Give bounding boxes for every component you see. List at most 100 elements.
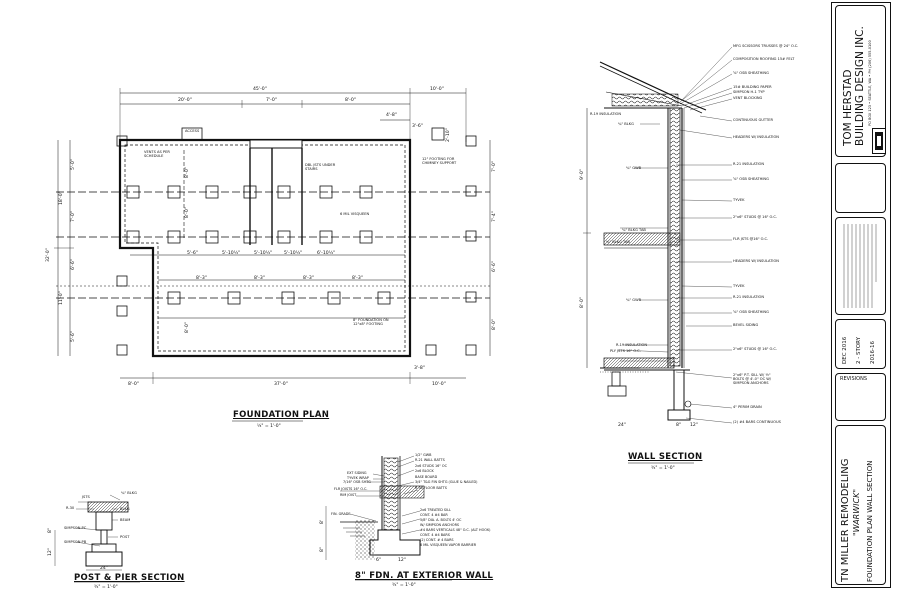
wall-note-right-18: BEVEL SIDING [733,323,759,327]
wall-note-right-15: TYVEK [733,284,745,288]
wall-note-right-6: VENT BLOCKING [733,96,763,100]
dim-right-d: 8'-0" [492,319,497,330]
fdn-dim-b: 8" [320,546,325,552]
post-pier-section [54,494,129,571]
company-name-line2: BUILDING DESIGN INC. [854,26,866,146]
wall-note-right-16: R-21 INSULATION [733,295,765,299]
wall-dim-b3: 12" [690,423,698,428]
foundation-plan [54,88,491,384]
wall-note-right-23: ¾" BLKG TAB [622,228,646,232]
wall-dim-lower: 8'-0" [580,297,585,308]
wall-dim-b1: 24" [618,423,626,428]
dim-right-c: 6'-6" [492,261,497,272]
wall-section [583,46,733,424]
note-foundation: 8" FOUNDATION ON 12"x8" FOOTING [353,318,389,326]
wall-note-right-13: FLR JSTS @16" O.C. [733,237,769,241]
fdn-dim-a: 8' [320,519,325,524]
fdn-note-1: EXT SIDING [347,471,367,475]
wall-note-l5: R-19 INSULATION [616,343,648,347]
wall-note-right-22: (2) #4 BARS CONTINUOUS [733,420,781,424]
revisions-box: REVISIONS [835,373,886,421]
job-number: 2016-16 [870,341,876,364]
fdn-note-14: 2x6 TREATED SILL [420,508,451,512]
pp-note-post: POST [120,535,130,539]
wall-section-title: WALL SECTION [628,452,703,462]
dim-top-c: 8'-0" [345,98,356,103]
dim-right-b: 7'-4" [492,211,497,222]
wall-note-right-11: TYVEK [733,198,745,202]
wall-note-right-8: HEADERS W/ INSULATION [733,135,779,139]
post-pier-scale: ¾" = 1'-0" [94,585,118,590]
dim-left-f: 11'-0" [59,291,64,305]
wall-note-l2: ¾" BLKG [618,122,634,126]
wall-dim-b2: 8" [676,423,682,428]
wall-note-right-9: R-21 INSULATION [733,162,765,166]
dim-top-b: 7'-0" [266,98,277,103]
fdn-note-19: CONT. 4 #4 BARS [420,533,450,537]
pp-note-jsts: JSTS [82,495,90,499]
dim-bottom-a: 8'-0" [128,382,139,387]
dim-top-overall: 45'-0" [253,87,267,92]
fdn-note-13: R-30 FLOOR BATTS [415,486,447,490]
wall-note-right-21: 4" PERIM DRAIN [733,405,762,409]
fdn-note-10: 2x6 BLOCK [415,469,434,473]
pp-dim-width: 24" [100,566,108,571]
note-visqueen: 6 MIL VISQUEEN [340,212,370,216]
note-vents: VENTS AS PER SCHEDULE [144,150,170,158]
wall-note-right-4: 15# BUILDING PAPER [733,85,772,89]
fdn-note-6: FIN. GRADE [331,512,351,516]
wall-note-right-2: COMPOSITION ROOFING 15# FELT [733,57,795,61]
wall-section-scale: ¾" = 1'-0" [651,466,675,471]
fdn-section-title: 8" FDN. AT EXTERIOR WALL [355,571,494,581]
fdn-dim-c: 6" [376,558,382,563]
fdn-note-7: 1/2" GWB [415,453,432,457]
pp-dim-a: 8" [48,527,53,533]
dim-inner-4: 5'-10½" [284,251,303,256]
job-info-box: DEC 2016 2 - STORY 2016-16 [835,319,886,369]
foundation-section [325,455,425,560]
wall-note-l1: R-19 INSULATION [590,112,622,116]
wall-note-right-20: 2"x6" P.T. SILL W/ ½" BOLTS @ 4'-0" OC W… [733,373,771,385]
wall-note-right-7: CONTINUOUS GUTTER [733,118,773,122]
wall-note-right-19: 2"x6" STUDS @ 16" O.C. [733,347,778,351]
company-logo-icon [872,128,886,154]
notes-box [835,217,886,315]
dim-top-d: 4'-8" [386,113,397,118]
dim-left-b: 32'-0" [46,248,51,262]
pp-note-r30: R-30 [66,506,75,510]
dim-top-f: 2'-10" [446,128,451,142]
pp-note-beam: BEAM [120,518,131,522]
dim-inner-1: 5'-6" [187,251,198,256]
note-access: ACCESS [185,129,200,133]
wall-note-right-3: ⅝" OSB SHEATHING [733,71,769,75]
project-name: TN MILLER REMODELING [840,458,851,582]
wall-note-right-10: ⅝" OSB SHEATHING [733,177,769,181]
pier-pads [116,135,477,356]
dim-inner-12: 8'-0" [185,322,190,333]
job-type: 2 - STORY [856,337,862,364]
dim-left-g: 5'-6" [71,331,76,342]
fdn-note-2: TYVEK WRAP [347,476,369,480]
wall-note-right-1: MFG SCISSORS TRUSSES @ 24" O.C. [733,44,799,48]
fdn-section-scale: ¾" = 1'-0" [392,583,416,588]
wall-note-l3: ¾" GWB [626,166,642,170]
wall-note-right-5: SIMPSON H-1 TYP [733,90,765,94]
pp-note-pc: SIMPSON PC [64,526,87,530]
wall-section-leaders [617,46,733,424]
fdn-note-16: 5/8" DIA. A. BOLTS 4' OC [420,518,462,522]
job-date: DEC 2016 [842,336,848,364]
project-box: TN MILLER REMODELING "WARWICK" FOUNDATIO… [835,425,886,585]
wall-note-l6: PLY JSTS 16" O.C. [610,349,641,353]
fdn-note-3: 7/16" OSB SHTG [343,480,371,484]
dim-left-d: 7'-0" [71,211,76,222]
dim-left-e: 6'-6" [71,259,76,270]
fine-print-lines [843,224,877,308]
dim-inner-11: 8'-0" [185,207,190,218]
fdn-note-9: 2x6 STUDS 16" OC [415,464,447,468]
dim-top-e: 3'-6" [412,124,423,129]
dim-bottom-c: 10'-0" [432,382,446,387]
dim-top-right: 10'-0" [430,87,444,92]
fdn-dim-d: 12" [398,558,406,563]
fdn-note-17: W/ SIMPSON ANCHORS [420,523,460,527]
